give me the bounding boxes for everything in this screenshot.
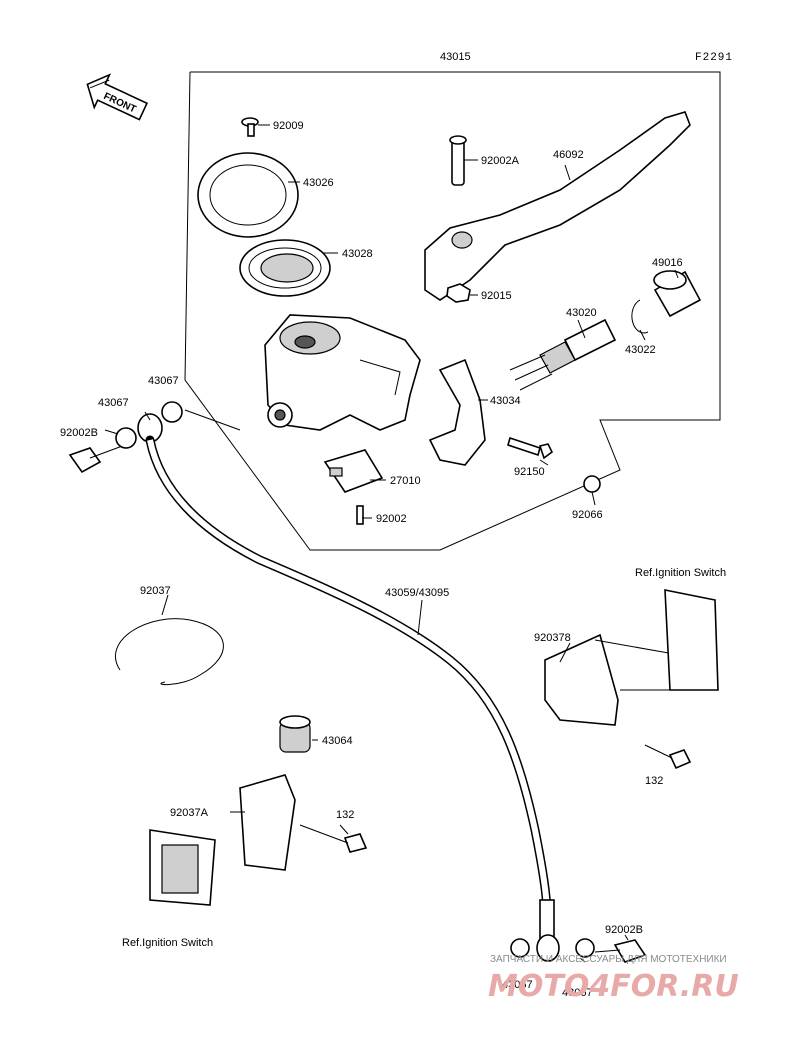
front-arrow-icon: FRONT bbox=[86, 73, 149, 121]
sleeve-49016-icon bbox=[653, 270, 702, 318]
screw-92009-icon bbox=[241, 117, 259, 137]
circlip-icon bbox=[631, 299, 649, 334]
washer-43067-a-icon bbox=[115, 427, 137, 449]
bracket-920378-icon bbox=[544, 633, 683, 726]
label-92002A: 92002A bbox=[481, 155, 520, 167]
label-92150: 92150 bbox=[514, 466, 545, 478]
label-43067-b: 43067 bbox=[98, 397, 129, 409]
nut-92015-icon bbox=[446, 283, 471, 303]
banjo-bolt-92002B-icon bbox=[68, 444, 126, 474]
label-132-b: 132 bbox=[336, 809, 354, 821]
washer-43067-d-icon bbox=[575, 938, 595, 958]
ignition-switch-bottom-icon bbox=[149, 829, 216, 906]
label-92066: 92066 bbox=[572, 509, 603, 521]
label-132-a: 132 bbox=[645, 775, 663, 787]
watermark-tagline: ЗАПЧАСТИ И АКСЕССУАРЫ ДЛЯ МОТОТЕХНИКИ bbox=[490, 954, 727, 965]
label-92002B-a: 92002B bbox=[60, 427, 98, 439]
ignition-switch-top-icon bbox=[664, 589, 719, 691]
figure-id: F2291 bbox=[695, 52, 733, 64]
ref-ignition-switch-bottom: Ref.Ignition Switch bbox=[122, 937, 213, 949]
bolt-132-b-icon bbox=[299, 824, 368, 853]
cap-92066-icon bbox=[583, 475, 601, 493]
label-43020: 43020 bbox=[566, 307, 597, 319]
label-43067-a: 43067 bbox=[148, 375, 179, 387]
diaphragm-icon bbox=[239, 239, 331, 297]
washer-43067-b-icon bbox=[161, 401, 183, 423]
watermark-brand: MOTO4FOR.RU bbox=[488, 969, 739, 1004]
washer-43067-c-icon bbox=[510, 938, 530, 958]
label-92009: 92009 bbox=[273, 120, 304, 132]
label-92002: 92002 bbox=[376, 513, 407, 525]
assembly-outline bbox=[184, 71, 721, 551]
hose-end-fitting-icon bbox=[539, 899, 555, 941]
pivot-bolt-icon bbox=[449, 135, 467, 186]
label-43067-c: 43067 bbox=[502, 979, 533, 991]
reservoir-cap-icon bbox=[197, 152, 299, 238]
ref-ignition-switch-top: Ref.Ignition Switch bbox=[635, 567, 726, 579]
label-43022: 43022 bbox=[625, 344, 656, 356]
label-92015: 92015 bbox=[481, 290, 512, 302]
brake-light-switch-icon bbox=[323, 449, 384, 493]
label-43067-d: 43067 bbox=[562, 987, 593, 999]
piston-kit-icon bbox=[509, 318, 617, 391]
label-43034: 43034 bbox=[490, 395, 521, 407]
banjo-bolt-92002B-b-icon bbox=[594, 939, 647, 963]
banjo-fitting-bottom-icon bbox=[536, 934, 560, 962]
label-92037: 92037 bbox=[140, 585, 171, 597]
screw-92002-icon bbox=[356, 505, 364, 525]
label-92037A: 92037A bbox=[170, 807, 209, 819]
hose-clamp-icon bbox=[114, 618, 224, 686]
bolt-132-a-icon bbox=[644, 744, 692, 770]
handlebar-clamp-icon bbox=[428, 358, 486, 466]
label-27010: 27010 bbox=[390, 475, 421, 487]
leader-lines bbox=[104, 124, 679, 963]
label-43026: 43026 bbox=[303, 177, 334, 189]
label-92002B-b: 92002B bbox=[605, 924, 643, 936]
label-43064: 43064 bbox=[322, 735, 353, 747]
label-49016: 49016 bbox=[652, 257, 683, 269]
clamp-bolt-icon bbox=[507, 436, 554, 460]
assembly-number: 43015 bbox=[440, 51, 471, 63]
label-43028: 43028 bbox=[342, 248, 373, 260]
label-46092: 46092 bbox=[553, 149, 584, 161]
bracket-92037A-icon bbox=[239, 774, 296, 871]
label-920378: 920378 bbox=[534, 632, 571, 644]
label-43059: 43059/43095 bbox=[385, 587, 449, 599]
master-cylinder-body-icon bbox=[264, 314, 421, 431]
grommet-icon bbox=[279, 715, 311, 753]
